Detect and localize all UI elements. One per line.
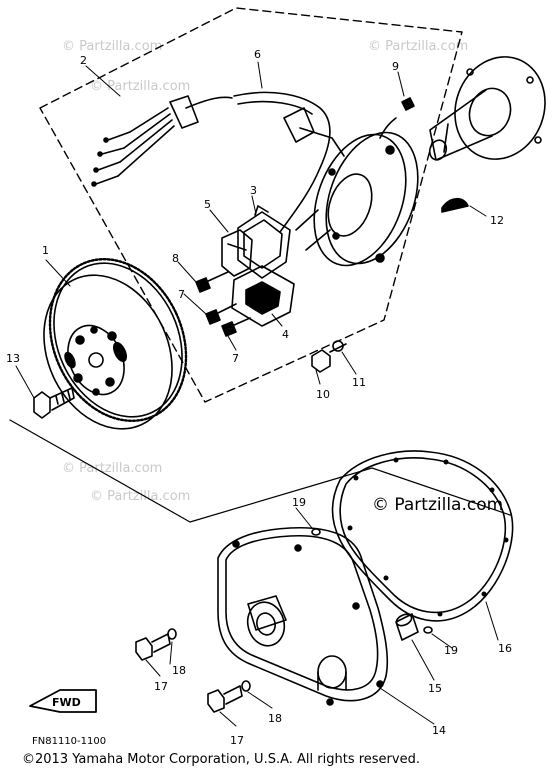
stator-housing: [428, 56, 546, 161]
stator-assembly-outline: [39, 7, 463, 403]
fwd-label: FWD: [52, 696, 81, 709]
callout-13: 13: [6, 352, 20, 365]
copyright-notice: ©2013 Yamaha Motor Corporation, U.S.A. A…: [22, 752, 420, 767]
watermark-faint: © Partzilla.com: [368, 39, 468, 54]
callout-3: 3: [250, 184, 257, 197]
callout-7: 7: [232, 352, 239, 365]
pulser-coil: [231, 265, 295, 327]
dowel-pins: [311, 528, 433, 641]
crankcase-cover: [217, 526, 389, 706]
flywheel-bolt: [33, 387, 75, 419]
flywheel-group-outline: [9, 419, 511, 523]
leader-lines: [15, 61, 499, 727]
callout-8: 8: [172, 252, 179, 265]
callout-1: 1: [42, 244, 49, 257]
gasket-holes: [347, 457, 509, 617]
stator-screws: [195, 271, 251, 337]
ground-screw: [379, 97, 415, 139]
callout-11: 11: [352, 376, 366, 389]
watermark-main: © Partzilla.com: [372, 495, 503, 515]
fwd-arrow-icon: FWD: [29, 689, 97, 713]
callout-18: 18: [268, 712, 282, 725]
callout-16: 16: [498, 642, 512, 655]
callout-5: 5: [204, 198, 211, 211]
watermark-faint: © Partzilla.com: [90, 79, 190, 94]
wire-harness: [91, 91, 345, 233]
diagram-code: FN81110-1100: [32, 736, 106, 747]
callout-19: 19: [444, 644, 458, 657]
watermark-faint: © Partzilla.com: [90, 489, 190, 504]
callout-2: 2: [80, 54, 87, 67]
lighting-coil: [221, 229, 253, 277]
watermark-faint: © Partzilla.com: [62, 461, 162, 476]
callout-9: 9: [392, 60, 399, 73]
callout-17: 17: [154, 680, 168, 693]
callout-12: 12: [490, 214, 504, 227]
callout-6: 6: [254, 48, 261, 61]
callout-10: 10: [316, 388, 330, 401]
callout-17: 17: [230, 734, 244, 747]
callout-18: 18: [172, 664, 186, 677]
callout-19: 19: [292, 496, 306, 509]
callout-labels: 1 2 3 4 5 6 7 7 7 8 9 10 11 12 13 14 15 …: [6, 48, 512, 747]
callout-4: 4: [282, 328, 289, 341]
watermark-faint: © Partzilla.com: [62, 39, 162, 54]
cover-bolts: [135, 628, 251, 713]
callout-14: 14: [432, 724, 446, 737]
stator-bolt-washer: [311, 340, 347, 373]
callout-7: 7: [178, 288, 185, 301]
callout-15: 15: [428, 682, 442, 695]
flywheel-rotor: [43, 258, 188, 430]
woodruff-key: [441, 197, 469, 213]
cover-gasket: [331, 450, 514, 622]
stator-base-plate: [295, 131, 419, 267]
watermark-faint-group: © Partzilla.com © Partzilla.com © Partzi…: [62, 39, 468, 504]
